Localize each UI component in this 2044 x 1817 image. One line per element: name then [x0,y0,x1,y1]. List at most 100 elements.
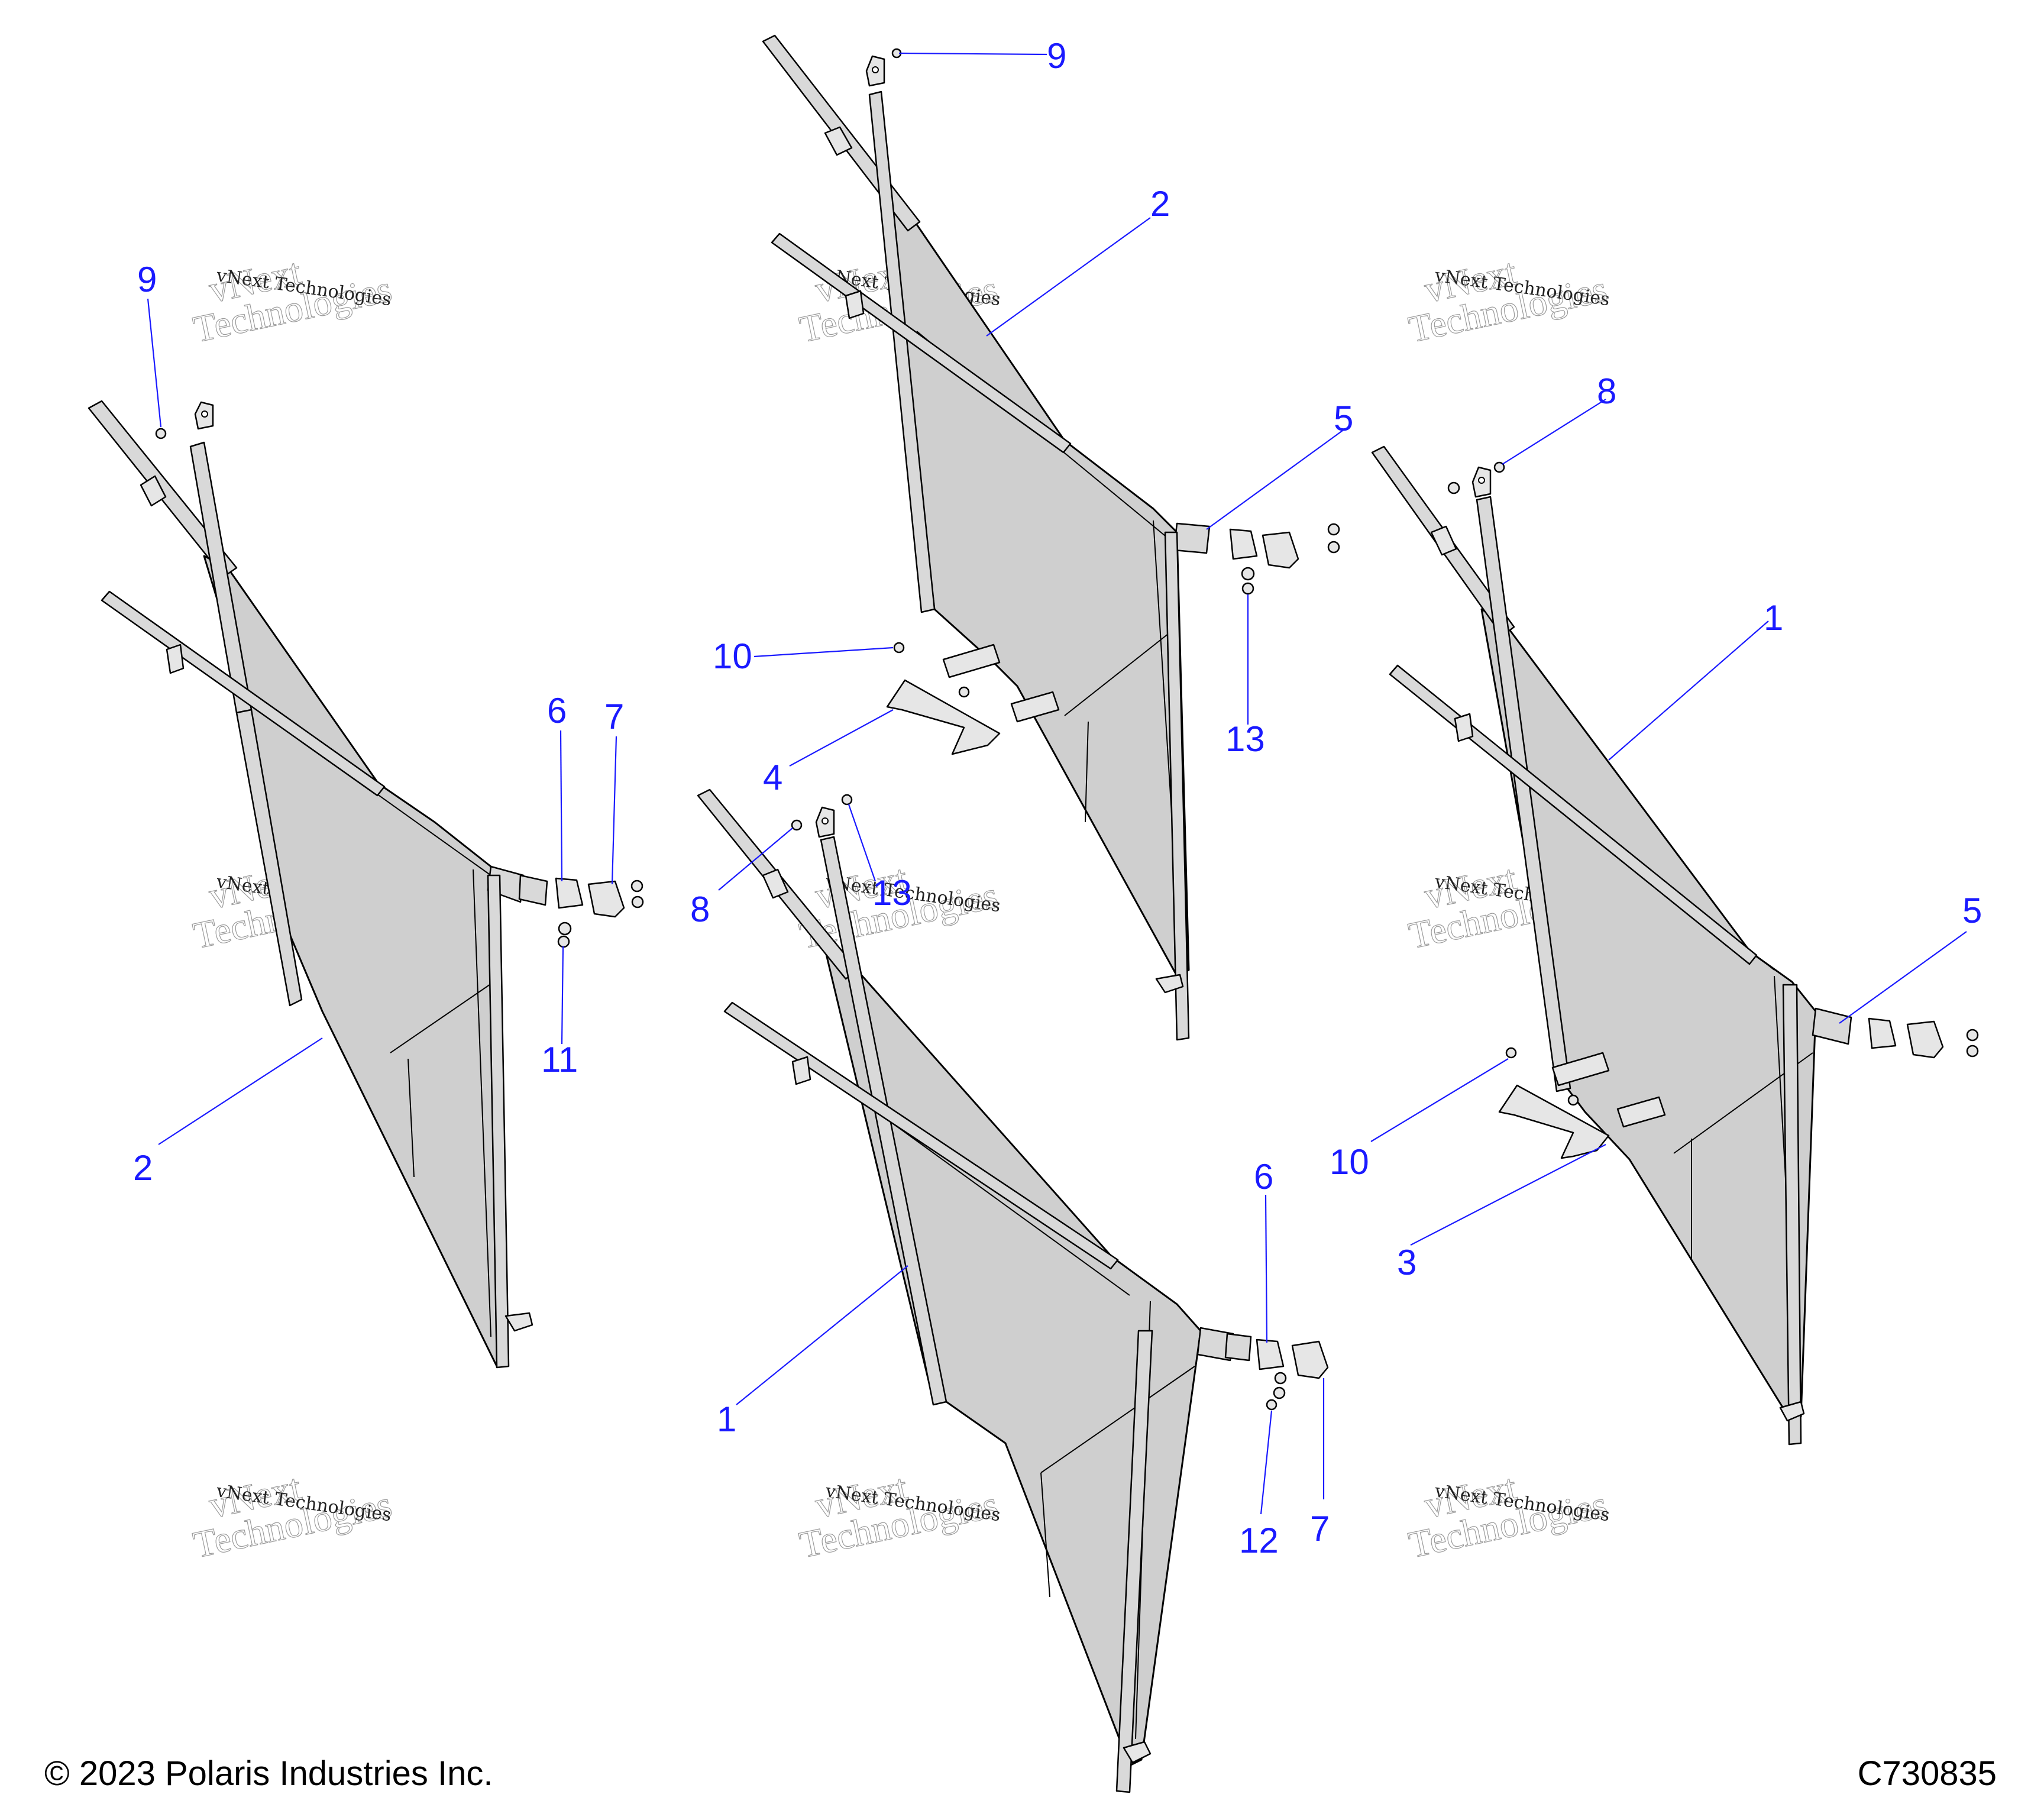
screw-10 [1505,1047,1517,1059]
leader-lines [147,52,1967,1515]
leader-5-right [1839,931,1967,1024]
bracket-4 [886,679,1001,755]
leader-11 [561,946,564,1045]
bracket-plate [1616,1096,1666,1128]
callout-11: 11 [541,1040,578,1079]
net-seam [1040,1472,1050,1598]
leader-13-bottom [848,804,877,882]
leader-3 [1410,1144,1606,1246]
nut [1447,481,1460,494]
bolt [1273,1386,1286,1399]
strap [101,590,386,797]
callout-8: 8 [690,890,710,929]
leader-7-left [611,736,617,885]
screw [1567,1094,1579,1106]
callout-6: 6 [1254,1157,1273,1197]
strap [1164,531,1190,1041]
strap-buckle [140,475,167,507]
net-assembly-right [1371,445,1979,1446]
leader-8-bottom [718,827,793,891]
bracket-plate [1551,1052,1610,1087]
leader-4 [789,709,894,767]
leader-6-left [559,730,563,882]
callout-12: 12 [1239,1521,1279,1560]
strap-buckle [845,290,865,319]
callout-4: 4 [763,758,782,797]
leader-2-top [986,217,1151,337]
nut-13 [841,794,853,806]
strap [723,1001,1119,1270]
mounting-tab [1779,1401,1805,1422]
callout-1: 1 [717,1399,736,1439]
callout-7: 7 [604,697,624,736]
callout-8: 8 [1597,371,1616,411]
bolt [1274,1372,1287,1385]
latch-7 [587,880,625,918]
leader-1-right [1608,620,1769,761]
leader-8-right [1502,399,1606,465]
strap [88,400,238,578]
nut-11 [557,935,570,948]
leader-5-top [1206,430,1343,530]
net-assembly-top [762,34,1340,1041]
strap-buckle [1430,525,1457,556]
latch-7 [1291,1340,1329,1379]
callout-9: 9 [137,260,157,299]
strap [1224,1333,1252,1362]
net-panel [883,200,1190,977]
bolt [630,880,643,893]
strap [518,874,548,906]
latch [1906,1020,1944,1059]
bracket-3 [1498,1084,1610,1159]
leader-10-top [753,646,894,658]
strap [1476,496,1571,1092]
callout-13: 13 [1225,719,1265,759]
net-seam [407,1058,415,1178]
net-seam [1064,626,1178,716]
mounting-tab [504,1312,533,1332]
strap [487,874,510,1369]
nut-13 [1241,582,1254,595]
net-assembly-bottom [697,788,1329,1793]
buckle [1868,1017,1897,1049]
callout-9: 9 [1047,36,1066,76]
leader-2-left [158,1037,323,1145]
buckle-6 [1256,1338,1285,1370]
callouts: 9 2 6 7 11 9 2 5 10 4 13 8 13 1 6 7 12 8… [133,36,1982,1560]
leader-1-bottom [736,1265,908,1405]
bolt [1327,523,1340,536]
strap [1196,1327,1234,1362]
strap-buckle [791,1056,811,1085]
screw-8 [1493,461,1505,473]
callout-1: 1 [1764,598,1783,638]
bolt [1327,541,1340,554]
callout-13: 13 [872,873,912,913]
strap [868,90,936,613]
net-seam [390,981,494,1053]
strap [1173,522,1211,554]
strap [1782,984,1802,1446]
buckle-6 [555,877,584,909]
screw-10 [893,642,905,654]
screw-12 [1266,1399,1278,1411]
leader-9-left [147,298,162,428]
strap-buckle [762,868,789,899]
callout-5: 5 [1962,891,1982,930]
strap [1812,1007,1852,1045]
callout-2: 2 [1150,184,1170,224]
bolt [631,895,644,908]
strap-buckle [824,126,853,156]
strap-buckle [1454,713,1474,742]
callout-10: 10 [1330,1142,1369,1182]
leader-12 [1260,1410,1273,1515]
net-panel [203,555,501,1367]
net-seam [473,869,491,1337]
net-seam [1085,721,1089,823]
callout-2: 2 [133,1148,153,1188]
latch-7 [1262,531,1299,569]
bracket-plate [942,644,1001,678]
buckle-6 [1229,528,1258,560]
strap [1389,664,1758,965]
screw-8 [791,819,803,831]
